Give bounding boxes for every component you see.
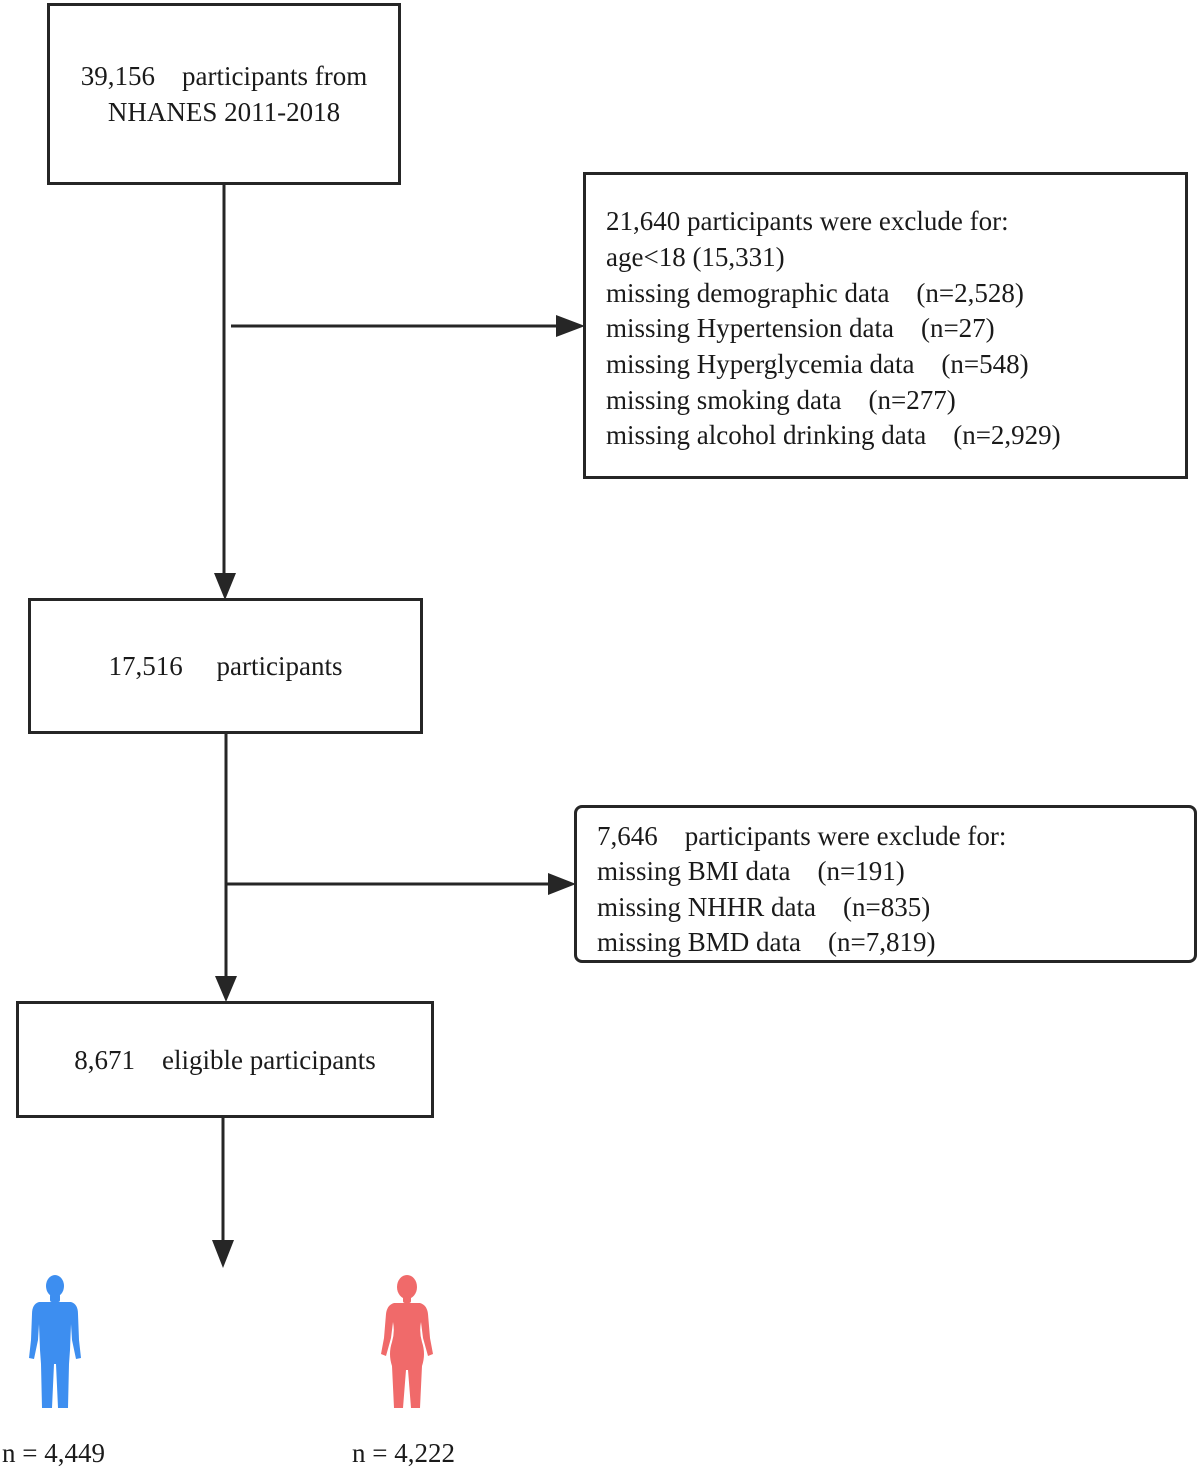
exclusion-1-hyperglycemia: missing Hyperglycemia data (n=548)	[606, 349, 1029, 379]
exclusion-2-header: 7,646 participants were exclude for:	[597, 821, 1007, 851]
eligible-participants-box: 8,671 eligible participants	[16, 1001, 434, 1118]
remaining-participants-box: 17,516 participants	[28, 598, 423, 734]
arrowhead-down-3	[212, 1240, 234, 1268]
exclusion-2-bmd: missing BMD data (n=7,819)	[597, 927, 936, 957]
male-figure-icon	[29, 1275, 81, 1408]
source-participants-box: 39,156 participants from NHANES 2011-201…	[47, 3, 401, 185]
arrowhead-right-1	[556, 315, 585, 337]
exclusion-box-1: 21,640 participants were exclude for: ag…	[583, 172, 1188, 479]
remaining-participants-text: 17,516 participants	[108, 651, 343, 681]
source-line-1: 39,156 participants from	[80, 61, 368, 91]
exclusion-1-hypertension: missing Hypertension data (n=27)	[606, 313, 995, 343]
exclusion-1-smoking: missing smoking data (n=277)	[606, 385, 956, 415]
exclusion-box-2: 7,646 participants were exclude for: mis…	[574, 805, 1197, 963]
exclusion-1-alcohol: missing alcohol drinking data (n=2,929)	[606, 420, 1061, 450]
exclusion-1-header: 21,640 participants were exclude for:	[606, 206, 1009, 236]
exclusion-2-bmi: missing BMI data (n=191)	[597, 856, 905, 886]
female-figure-icon	[381, 1275, 433, 1408]
arrowhead-down-2	[215, 976, 237, 1002]
male-count: n = 4,449	[2, 1438, 105, 1468]
exclusion-1-age: age<18 (15,331)	[606, 242, 785, 272]
female-count: n = 4,222	[352, 1438, 455, 1468]
eligible-participants-text: 8,671 eligible participants	[74, 1044, 376, 1075]
arrowhead-down-1	[214, 573, 236, 600]
exclusion-2-nhhr: missing NHHR data (n=835)	[597, 892, 931, 922]
exclusion-1-demographic: missing demographic data (n=2,528)	[606, 278, 1024, 308]
source-line-2: NHANES 2011-2018	[107, 97, 341, 127]
arrowhead-right-2	[548, 873, 576, 895]
